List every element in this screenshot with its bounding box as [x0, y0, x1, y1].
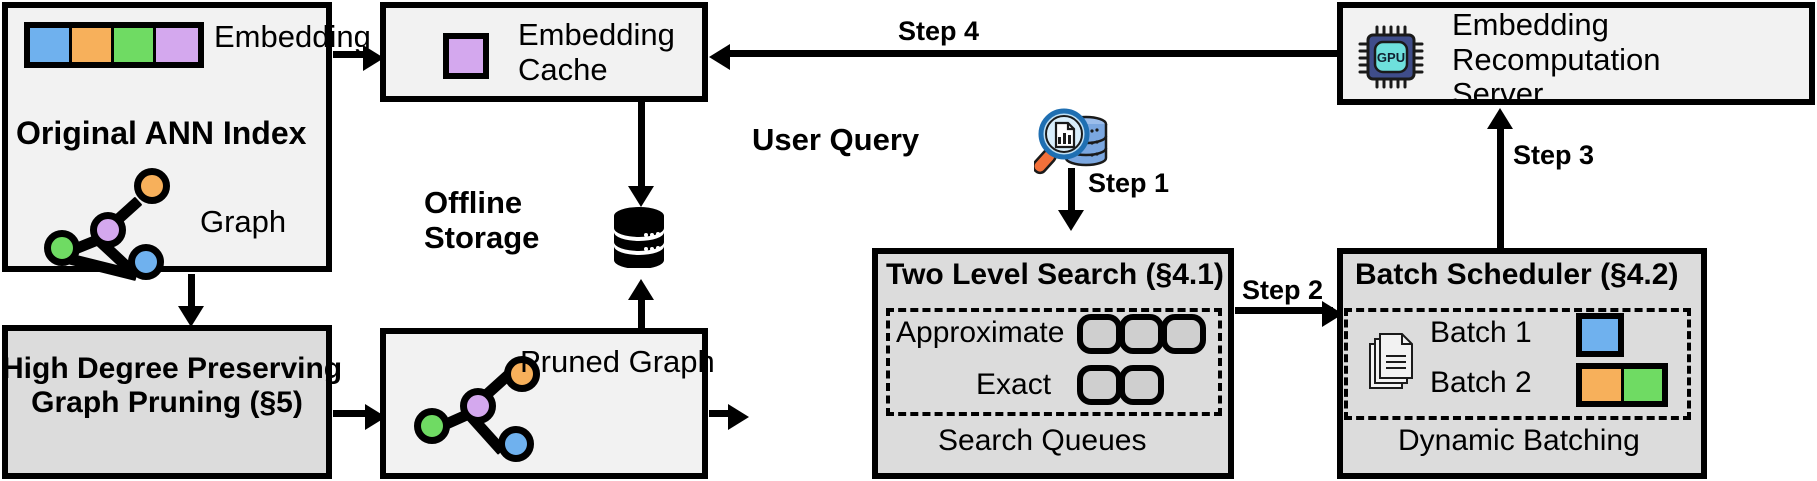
arrow-pruned-to-storage-head — [628, 279, 654, 300]
arrow-step1-head — [1058, 210, 1084, 231]
graph-pruning-box — [2, 325, 332, 479]
embedding-cache-title: Embedding Cache — [518, 17, 675, 87]
original-index-graph — [42, 168, 182, 281]
pruned-graph-box — [380, 328, 708, 479]
embedding-cell-green — [114, 28, 156, 62]
two-level-search-box — [872, 248, 1234, 479]
graph-node-green — [414, 408, 450, 444]
two-level-search-title: Two Level Search (§4.1) — [886, 258, 1224, 291]
batch-cell-orange — [1582, 369, 1621, 401]
gpu-chip-icon: GPU — [1358, 25, 1424, 89]
arrow-step1-line — [1068, 168, 1075, 214]
graph-node-purple — [460, 388, 496, 424]
batch-cell-green — [1620, 369, 1662, 401]
graph-pruning-line2: Graph Pruning (§5) — [31, 385, 303, 419]
offline-storage-line1: Offline — [424, 185, 523, 220]
graph-node-blue — [128, 244, 164, 280]
batch-2-label: Batch 2 — [1430, 366, 1532, 399]
arrow-pruned-to-storage-line-lower — [638, 300, 645, 330]
graph-node-purple — [90, 212, 126, 248]
arrow-step4-line — [730, 50, 1337, 57]
step-4-label: Step 4 — [898, 16, 980, 46]
graph-pruning-title: High Degree Preserving Graph Pruning (§5… — [2, 352, 343, 419]
arrow-cache-to-storage-line — [638, 102, 645, 190]
original-ann-index-title: Original ANN Index — [16, 115, 307, 151]
arrow-cache-to-storage-head — [628, 186, 654, 207]
recomputation-server-box — [1337, 2, 1815, 105]
arrow-pruned-to-search-head — [728, 404, 749, 430]
arrow-index-to-pruning-line — [188, 274, 195, 310]
offline-storage-label: Offline Storage — [424, 185, 540, 255]
search-queues-region — [886, 308, 1222, 416]
recomputation-server-line3: Server — [1452, 76, 1544, 112]
batch-scheduler-title: Batch Scheduler (§4.2) — [1355, 258, 1679, 291]
dynamic-batching-region — [1344, 308, 1691, 420]
arrow-index-to-pruning-head — [178, 306, 204, 327]
approximate-queue-slot — [1077, 314, 1122, 354]
arrow-pruning-to-pruned-line — [333, 410, 369, 417]
embedding-cache-box — [380, 2, 708, 102]
embedding-cell-blue — [30, 28, 72, 62]
embedding-cache-line2: Cache — [518, 51, 608, 87]
step-1-label: Step 1 — [1088, 168, 1170, 198]
graph-label: Graph — [200, 204, 287, 239]
approximate-queue-slot — [1119, 314, 1164, 354]
embedding-cell-orange — [72, 28, 114, 62]
approximate-queue-label: Approximate — [896, 316, 1065, 349]
exact-queue-label: Exact — [976, 368, 1052, 401]
exact-queue-slot — [1077, 365, 1122, 405]
step-2-label: Step 2 — [1242, 275, 1324, 305]
batch-cell-blue — [1582, 319, 1618, 351]
pruned-graph-label: Pruned Graph — [520, 344, 715, 379]
search-queues-footer: Search Queues — [938, 424, 1147, 457]
exact-queue-slot — [1119, 365, 1164, 405]
documents-stack-icon — [1369, 333, 1413, 389]
graph-pruning-line1: High Degree Preserving — [2, 352, 343, 385]
graph-node-orange — [134, 168, 170, 204]
embedding-label: Embedding — [214, 19, 371, 54]
arrow-step4-head — [709, 44, 730, 70]
graph-node-green — [44, 230, 80, 266]
graph-node-blue — [498, 426, 534, 462]
arrow-index-to-cache-head — [363, 45, 384, 71]
embedding-cache-swatch — [443, 33, 489, 79]
step-3-label: Step 3 — [1513, 140, 1595, 170]
pruned-graph-widget — [412, 356, 552, 462]
recomputation-server-title: Embedding Recomputation Server — [1452, 7, 1661, 112]
embedding-cell-purple — [156, 28, 198, 62]
query-search-database-icon — [1034, 108, 1108, 175]
recomputation-server-line1: Embedding — [1452, 7, 1609, 42]
batch-2-cells — [1576, 363, 1668, 407]
user-query-label: User Query — [752, 122, 920, 157]
dynamic-batching-footer: Dynamic Batching — [1398, 424, 1640, 457]
arrow-step2-line — [1235, 307, 1333, 314]
graph-node-orange — [504, 356, 540, 392]
arrow-step3-line — [1497, 128, 1504, 248]
arrow-pruned-to-search-line — [709, 410, 733, 417]
svg-text:GPU: GPU — [1377, 50, 1405, 65]
database-icon — [614, 207, 664, 268]
embedding-cache-line1: Embedding — [518, 17, 675, 52]
arrow-step3-head — [1487, 108, 1513, 129]
approximate-queue-slot — [1161, 314, 1206, 354]
batch-1-label: Batch 1 — [1430, 316, 1532, 349]
recomputation-server-line2: Recomputation — [1452, 41, 1661, 77]
embedding-vector-strip — [24, 22, 204, 68]
arrow-index-to-cache-line — [333, 51, 367, 58]
offline-storage-line2: Storage — [424, 219, 540, 255]
batch-1-cells — [1576, 313, 1624, 357]
